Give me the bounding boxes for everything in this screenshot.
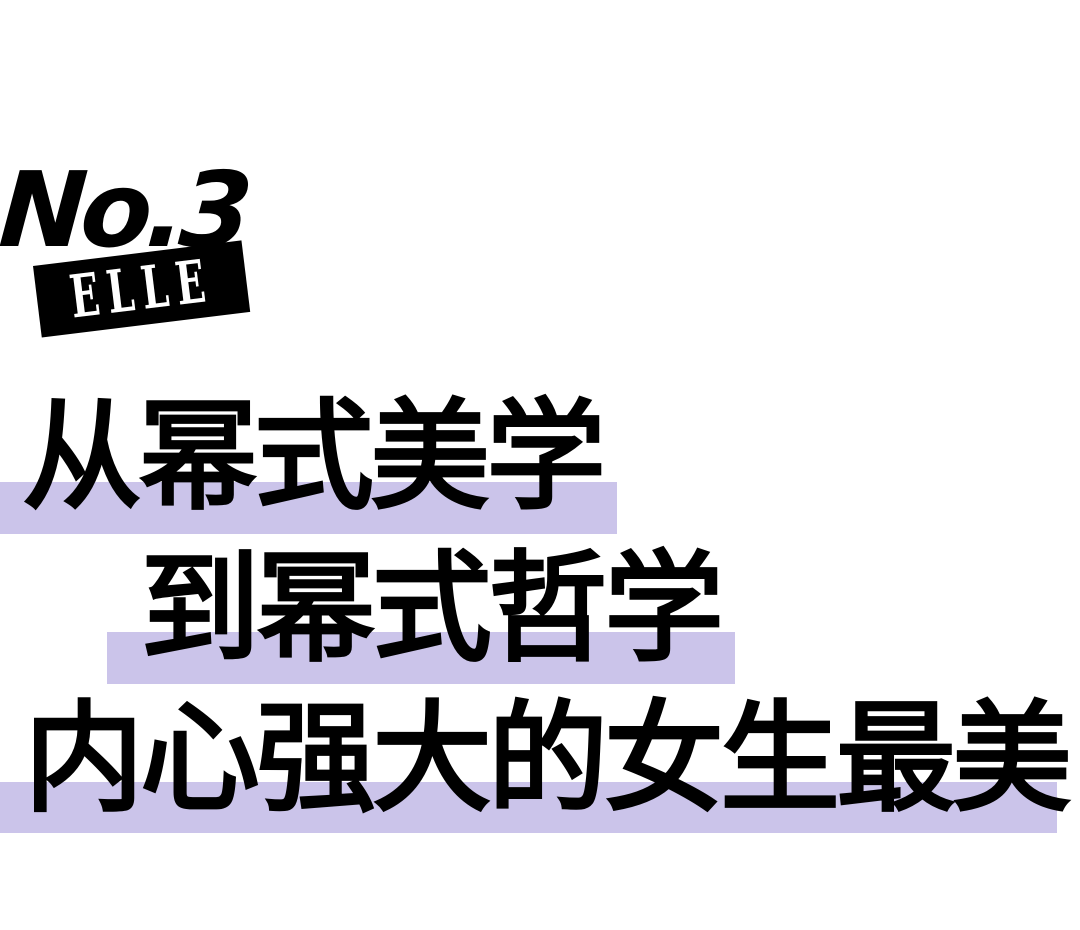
headline-line-2: 到幂式哲学 <box>140 540 724 679</box>
brand-logo-text: ELLE <box>66 244 217 332</box>
headline-line-1: 从幂式美学 <box>22 388 606 527</box>
highlight-bar-2 <box>107 632 735 684</box>
highlight-bar-1 <box>0 482 617 534</box>
highlight-bar-3 <box>0 782 1057 833</box>
headline-line-3: 内心强大的女生最美 <box>24 690 1072 829</box>
